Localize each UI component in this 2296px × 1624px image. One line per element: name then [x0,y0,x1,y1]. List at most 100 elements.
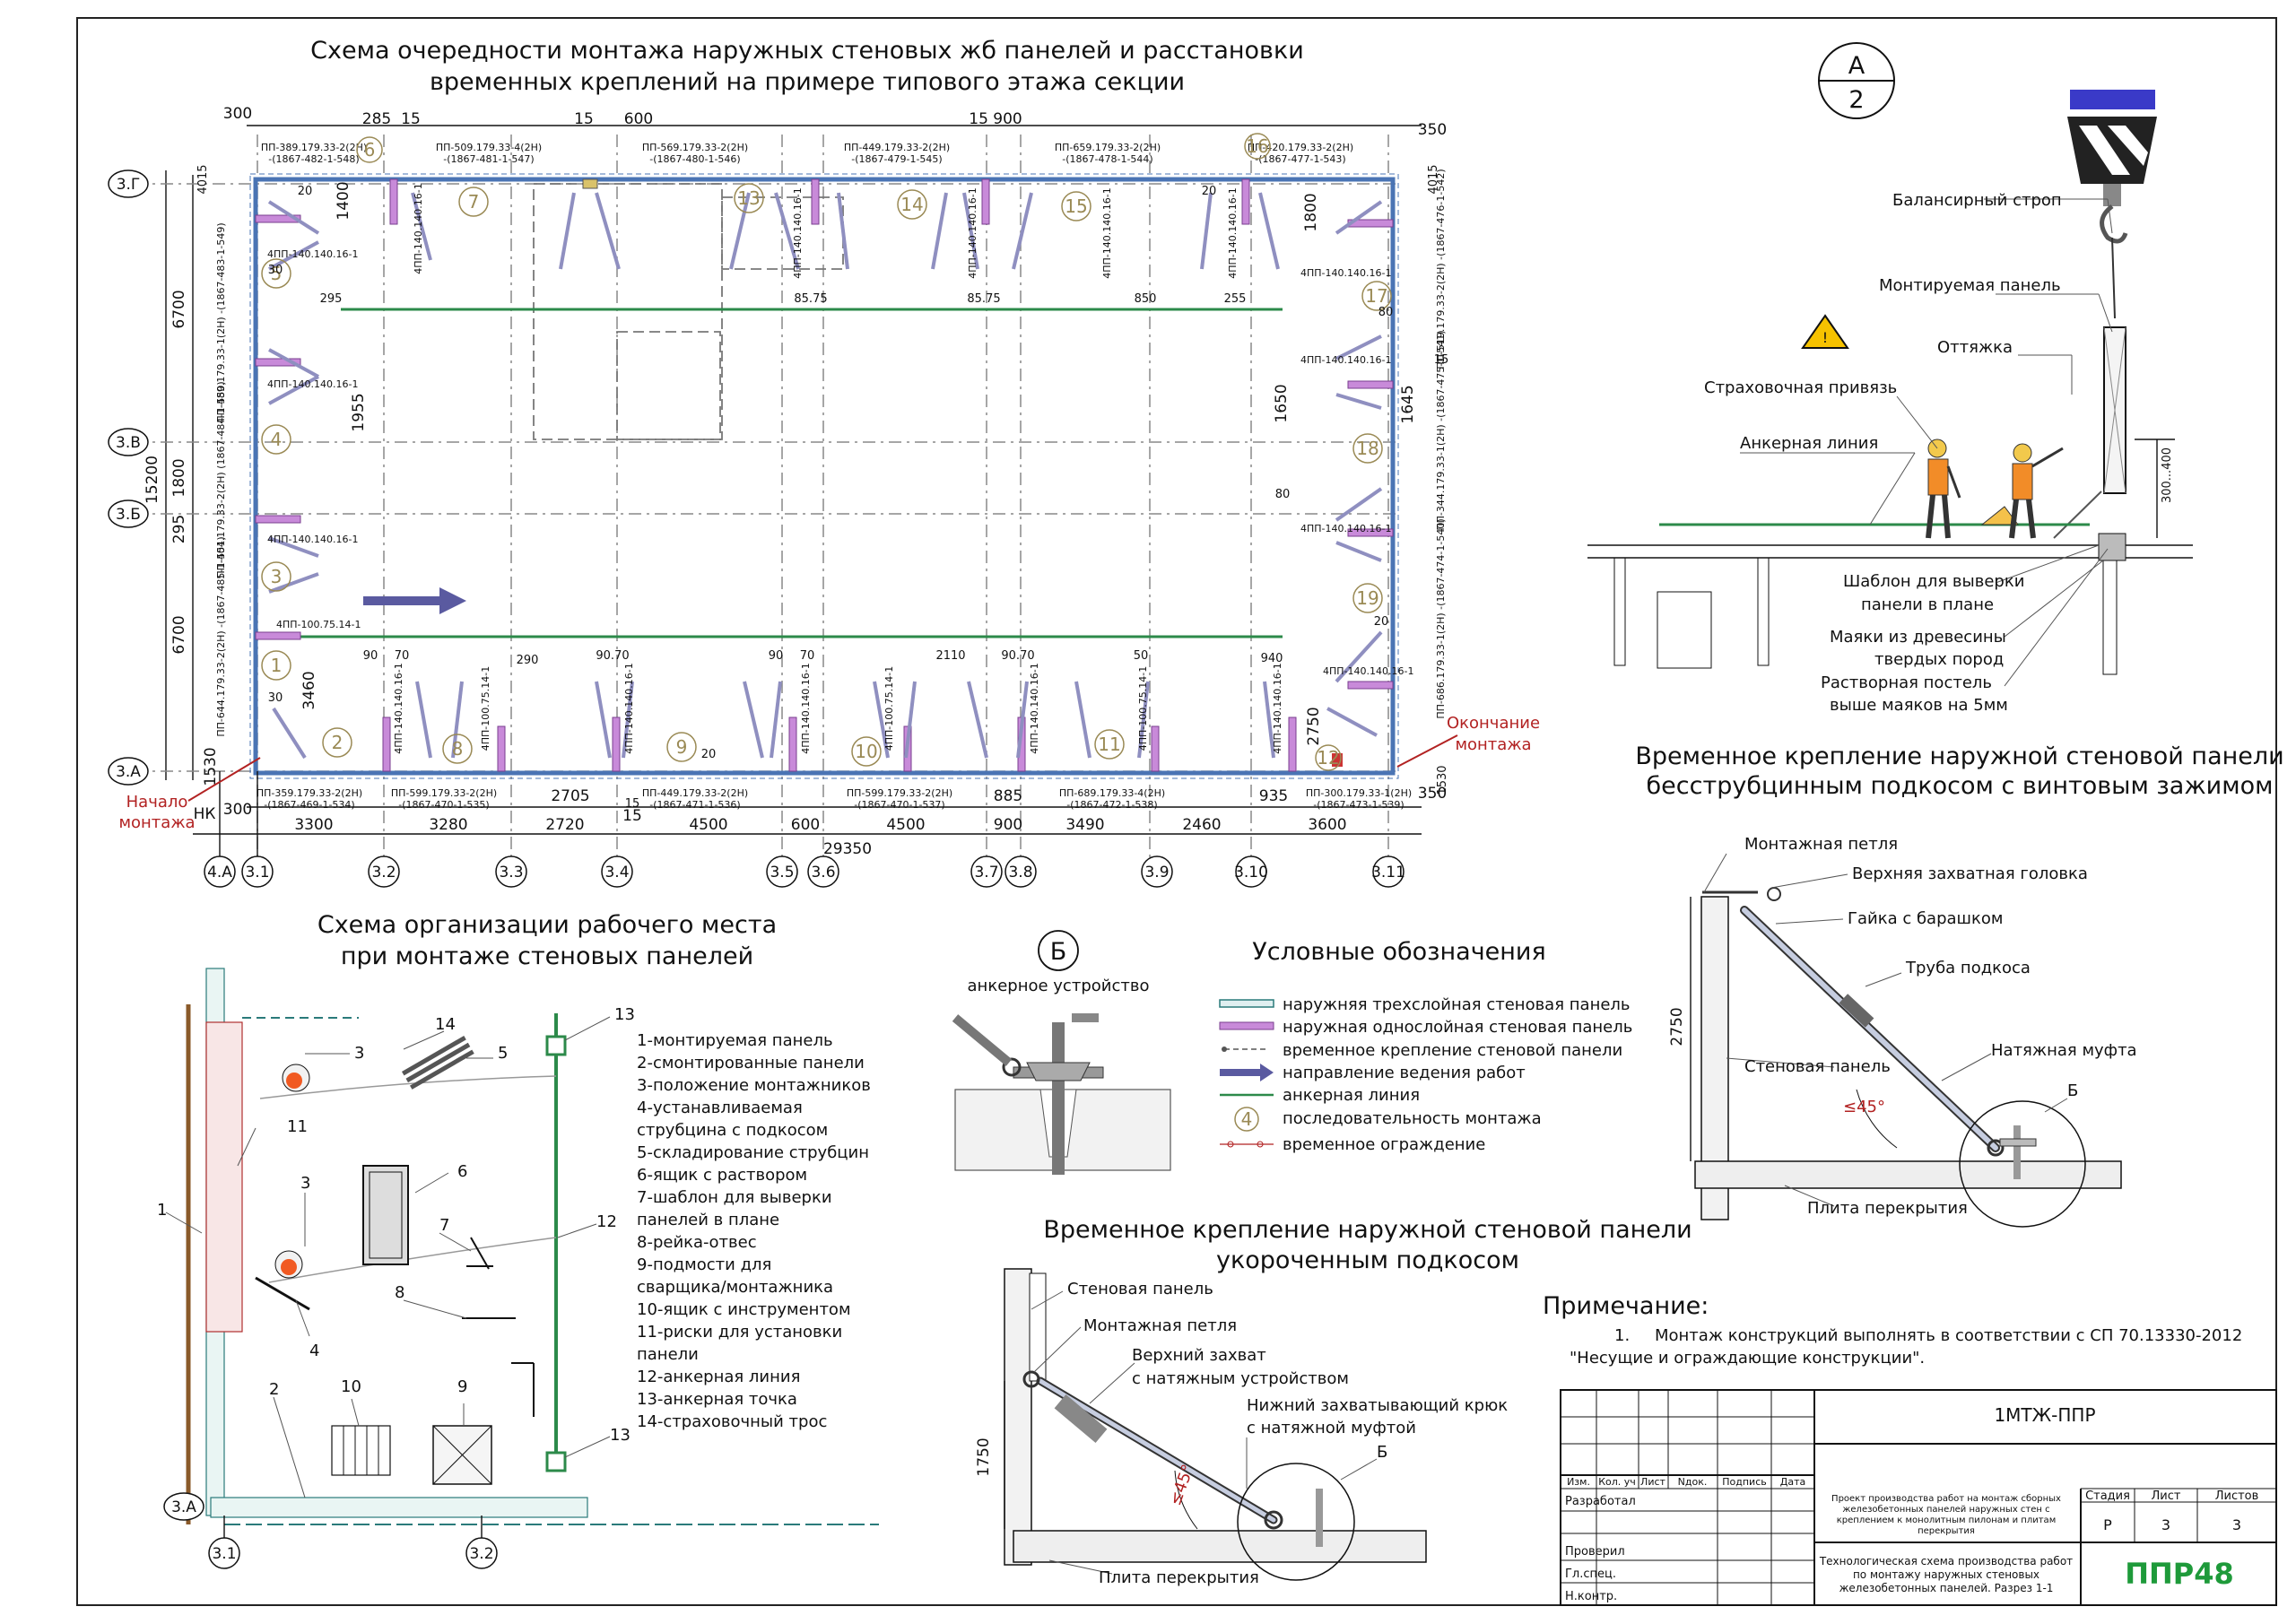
svg-text:ПП-569.179.33-2(2Н): ПП-569.179.33-2(2Н) [642,142,748,153]
svg-text:10-ящик с инструментом: 10-ящик с инструментом [637,1300,851,1319]
fall-hazard-warning-icon: ! [1801,314,1849,349]
floor-slab-short [1013,1530,1427,1563]
svg-text:наружная однослойная стеновая: наружная однослойная стеновая панель [1283,1018,1632,1037]
svg-text:Кол. уч: Кол. уч [1598,1476,1636,1488]
svg-text:3.А: 3.А [116,763,141,781]
svg-text:по монтажу наружных стеновых: по монтажу наружных стеновых [1853,1568,2039,1581]
svg-text:панели в плане: панели в плане [1861,595,1994,614]
svg-text:14: 14 [900,194,923,215]
svg-text:Nдок.: Nдок. [1678,1476,1708,1488]
screw-detail-title-1: Временное крепление наружной стеновой па… [1635,743,2283,770]
svg-text:-(1867-471-1-536): -(1867-471-1-536) [649,799,740,811]
svg-text:Шаблон для выверки: Шаблон для выверки [1843,572,2024,591]
svg-text:-(1867-477-1-543): -(1867-477-1-543) [1255,153,1345,165]
svg-text:6700: 6700 [170,290,188,328]
svg-text:3: 3 [271,566,283,587]
drawing-code: 1МТЖ-ППР [1994,1404,2095,1426]
bottom-axis-bubbles: 4.А 3.1 3.2 3.3 3.4 3.5 3.6 3.7 3.8 3.9 … [204,771,1405,888]
svg-text:70: 70 [395,649,410,663]
top-panel-labels: ПП-389.179.33-2(2Н) -(1867-482-1-548) ПП… [261,142,1353,165]
svg-text:90.70: 90.70 [1001,649,1034,663]
note-block: Примечание: 1. Монтаж конструкций выполн… [1543,1292,2242,1368]
svg-text:11-риски для установки: 11-риски для установки [637,1323,842,1342]
svg-text:-(1867-470-1-537): -(1867-470-1-537) [854,799,944,811]
svg-text:20: 20 [298,185,313,198]
svg-text:5: 5 [271,263,283,284]
svg-text:1530: 1530 [202,747,220,786]
svg-text:6: 6 [457,1162,467,1181]
svg-text:твердых пород: твердых пород [1874,650,2004,669]
svg-text:85.75: 85.75 [967,292,1000,306]
svg-text:Разработал: Разработал [1565,1495,1636,1508]
svg-text:15: 15 [574,110,594,128]
svg-text:1-монтируемая панель: 1-монтируемая панель [637,1031,833,1050]
svg-text:850: 850 [1135,292,1157,306]
svg-text:2: 2 [332,732,344,753]
svg-text:ПП-359.179.33-2(2Н): ПП-359.179.33-2(2Н) [257,787,362,799]
svg-text:4ПП-140.140.16-1: 4ПП-140.140.16-1 [267,534,358,545]
svg-text:600: 600 [791,816,820,834]
svg-text:885: 885 [994,787,1022,805]
svg-text:Труба подкоса: Труба подкоса [1905,959,2031,977]
wall-panel-short [1004,1268,1032,1566]
svg-text:Листов: Листов [2215,1489,2259,1503]
svg-text:1645: 1645 [1399,385,1417,423]
svg-text:3.11: 3.11 [1371,864,1405,881]
svg-text:350: 350 [1418,121,1447,139]
svg-text:Изм.: Изм. [1567,1476,1590,1488]
svg-text:3.3: 3.3 [499,864,523,881]
svg-text:временное крепление стеновой п: временное крепление стеновой панели [1283,1041,1622,1060]
svg-text:3.1: 3.1 [212,1545,236,1563]
svg-text:с натяжным устройством: с натяжным устройством [1132,1369,1349,1388]
svg-text:9: 9 [457,1377,467,1396]
work-direction-arrow [363,587,466,614]
svg-text:15: 15 [1434,353,1449,367]
svg-text:7: 7 [468,191,480,213]
svg-text:Оттяжка: Оттяжка [1937,338,2013,357]
svg-text:2: 2 [269,1380,279,1399]
svg-text:2-смонтированные панели: 2-смонтированные панели [637,1054,865,1073]
svg-text:940: 940 [1261,652,1283,665]
svg-text:Анкерная линия: Анкерная линия [1740,434,1878,453]
svg-text:295: 295 [320,292,343,306]
svg-text:4ПП-140.140.16-1: 4ПП-140.140.16-1 [800,663,812,753]
svg-text:ПП-449.179.33-2(2Н): ПП-449.179.33-2(2Н) [642,787,748,799]
svg-text:3-положение монтажников: 3-положение монтажников [637,1076,871,1095]
svg-text:285: 285 [362,110,391,128]
svg-text:Стадия: Стадия [2085,1489,2130,1503]
svg-text:Верхний захват: Верхний захват [1132,1346,1266,1365]
short-detail-title-2: укороченным подкосом [1216,1246,1519,1274]
detail-b-label: анкерное устройство [968,977,1150,995]
svg-text:12: 12 [596,1212,617,1231]
svg-text:Технологическая схема производ: Технологическая схема производства работ [1819,1555,2073,1568]
svg-text:70: 70 [800,649,815,663]
detail-a-dim: 300...400 [2161,447,2174,503]
short-detail-title-1: Временное крепление наружной стеновой па… [1043,1216,1692,1244]
svg-text:4: 4 [1241,1108,1253,1130]
svg-text:-(1867-469-1-534): -(1867-469-1-534) [264,799,354,811]
plan-title-line2: временных креплений на примере типового … [430,68,1185,96]
svg-text:8: 8 [452,738,464,760]
end-label-2: монтажа [1455,735,1531,754]
svg-text:Проверил: Проверил [1565,1545,1625,1559]
svg-text:4ПП-140.140.16-1: 4ПП-140.140.16-1 [413,183,424,274]
svg-text:5: 5 [498,1044,508,1063]
svg-text:9: 9 [676,736,688,758]
svg-text:Маяки из древесины: Маяки из древесины [1830,628,2006,647]
svg-text:-(1867-482-1-548): -(1867-482-1-548) [268,153,359,165]
svg-text:наружняя трехслойная стеновая: наружняя трехслойная стеновая панель [1283,995,1631,1014]
svg-text:1: 1 [271,655,283,676]
svg-text:11: 11 [1098,734,1120,755]
svg-text:6-ящик с раствором: 6-ящик с раствором [637,1166,807,1185]
detail-short-brace: Временное крепление наружной стеновой па… [975,1216,1692,1587]
svg-text:с натяжной муфтой: с натяжной муфтой [1247,1419,1416,1437]
svg-text:анкерная линия: анкерная линия [1283,1086,1420,1105]
detail-a-letter: А [1848,52,1866,80]
worker-figure-2 [2009,443,2064,539]
svg-text:ПП-300.179.33-1(2Н): ПП-300.179.33-1(2Н) [1306,787,1412,799]
svg-text:Р: Р [2103,1516,2112,1533]
svg-text:Лист: Лист [1640,1476,1665,1488]
workplace-legend: 1-монтируемая панель 2-смонтированные па… [637,1031,871,1431]
start-label: Начало [126,793,188,812]
svg-text:600: 600 [624,110,653,128]
